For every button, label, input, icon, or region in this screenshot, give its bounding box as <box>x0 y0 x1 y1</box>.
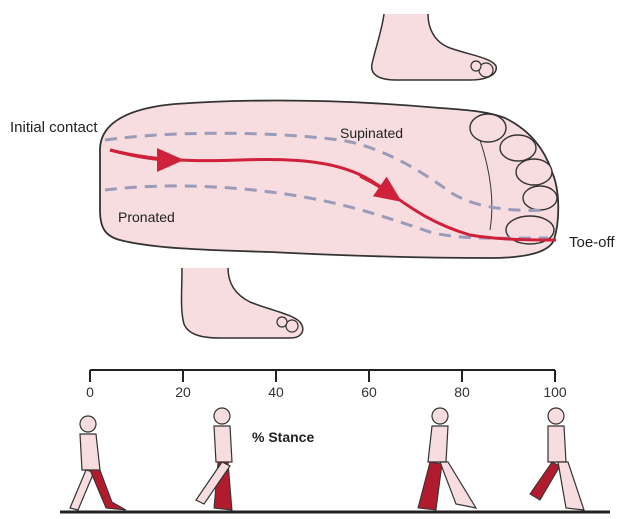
walking-figure-3 <box>530 408 584 510</box>
bottom-foot-illustration <box>182 268 303 338</box>
toe-off-label: Toe-off <box>569 235 615 250</box>
walking-figure-1 <box>196 408 232 510</box>
initial-contact-label: Initial contact <box>10 120 98 135</box>
supinated-label: Supinated <box>340 126 403 140</box>
tick-label-80: 80 <box>442 385 482 399</box>
stance-axis-title: % Stance <box>252 430 314 444</box>
tick-label-100: 100 <box>535 385 575 399</box>
pronated-label: Pronated <box>118 210 175 224</box>
walking-figure-2 <box>418 408 476 510</box>
tick-label-0: 0 <box>70 385 110 399</box>
tick-label-20: 20 <box>163 385 203 399</box>
top-foot-illustration <box>372 14 497 80</box>
foot-sole-illustration <box>100 101 558 258</box>
tick-label-60: 60 <box>349 385 389 399</box>
walking-figure-0 <box>70 416 126 510</box>
stance-axis <box>90 370 555 382</box>
tick-label-40: 40 <box>256 385 296 399</box>
